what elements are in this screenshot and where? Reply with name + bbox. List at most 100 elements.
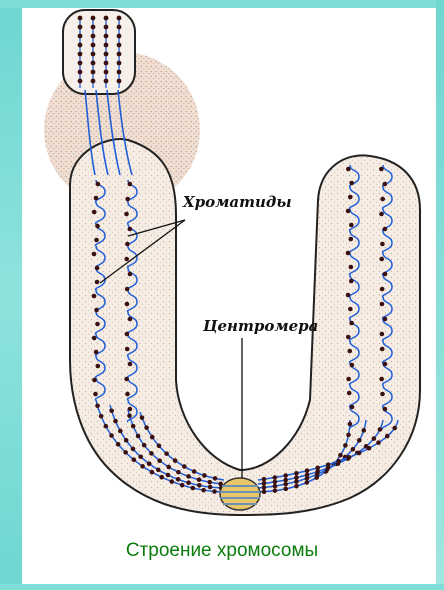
chromomere-bead — [150, 435, 155, 440]
chromomere-bead — [104, 52, 109, 57]
chromomere-bead — [182, 464, 187, 469]
chromomere-bead — [350, 405, 355, 410]
chromomere-bead — [95, 404, 100, 409]
chromomere-bead — [348, 422, 353, 427]
chromomere-bead — [140, 415, 145, 420]
chromomere-bead — [91, 52, 96, 57]
chromomere-bead — [379, 257, 384, 262]
chromomere-bead — [262, 481, 267, 486]
chromomere-bead — [380, 287, 385, 292]
chromomere-bead — [157, 444, 162, 449]
chromomere-bead — [347, 349, 352, 354]
chromomere-bead — [305, 473, 310, 478]
chromomere-bead — [346, 377, 351, 382]
chromomere-bead — [159, 475, 164, 480]
chromomere-bead — [385, 434, 390, 439]
chromomere-bead — [117, 34, 122, 39]
chromomere-bead — [383, 362, 388, 367]
chromomere-bead — [169, 479, 174, 484]
chromomere-bead — [294, 471, 299, 476]
chromomere-bead — [273, 480, 278, 485]
chromomere-bead — [92, 378, 97, 383]
chromomere-bead — [125, 287, 130, 292]
chromomere-bead — [347, 455, 352, 460]
label-centromere: Центромера — [203, 317, 318, 335]
chromomere-bead — [283, 473, 288, 478]
chromomere-bead — [348, 195, 353, 200]
chromomere-bead — [91, 70, 96, 75]
chromomere-bead — [347, 391, 352, 396]
chromomere-bead — [91, 34, 96, 39]
chromomere-bead — [349, 279, 354, 284]
chromomere-bead — [104, 43, 109, 48]
chromomere-bead — [144, 425, 149, 430]
chromomere-bead — [104, 79, 109, 84]
chromomere-bead — [376, 440, 381, 445]
chromomere-bead — [131, 424, 136, 429]
chromomere-bead — [95, 224, 100, 229]
chromomere-bead — [128, 317, 133, 322]
chromomere-bead — [350, 363, 355, 368]
chromomere-bead — [186, 480, 191, 485]
chromomere-bead — [349, 223, 354, 228]
chromomere-bead — [95, 280, 100, 285]
chromomere-bead — [351, 447, 356, 452]
chromomere-bead — [78, 43, 83, 48]
chromomere-bead — [346, 251, 351, 256]
chromomere-bead — [96, 364, 101, 369]
chromomere-bead — [117, 25, 122, 30]
chromomere-bead — [116, 442, 121, 447]
chromomere-bead — [93, 392, 98, 397]
chromomere-bead — [117, 52, 122, 57]
chromomere-bead — [380, 332, 385, 337]
chromomere-bead — [125, 242, 130, 247]
chromomere-bead — [78, 52, 83, 57]
chromomere-bead — [150, 470, 155, 475]
chromomere-bead — [349, 237, 354, 242]
chromomere-bead — [392, 426, 397, 431]
chromomere-bead — [92, 210, 97, 215]
chromomere-bead — [346, 433, 351, 438]
chromomere-bead — [95, 322, 100, 327]
chromomere-bead — [173, 458, 178, 463]
chromomere-bead — [208, 485, 213, 490]
centromere — [220, 478, 260, 510]
chromomere-bead — [149, 451, 154, 456]
chromomere-bead — [176, 477, 181, 482]
chromomere-bead — [357, 451, 362, 456]
chromomere-bead — [136, 434, 141, 439]
chromomere-bead — [104, 70, 109, 75]
chromomere-bead — [273, 488, 278, 493]
chromomere-bead — [202, 473, 207, 478]
chromomere-bead — [94, 308, 99, 313]
chromomere-bead — [283, 487, 288, 492]
chromomere-bead — [109, 408, 114, 413]
chromomere-bead — [123, 450, 128, 455]
chromomere-bead — [349, 321, 354, 326]
chromomere-bead — [78, 25, 83, 30]
chromomere-bead — [124, 212, 129, 217]
chromomere-bead — [124, 377, 129, 382]
chromomere-bead — [94, 196, 99, 201]
chromomere-bead — [379, 167, 384, 172]
chromomere-bead — [78, 16, 83, 21]
chromomere-bead — [192, 469, 197, 474]
chromomere-bead — [294, 479, 299, 484]
chromomere-bead — [128, 227, 133, 232]
chromomere-bead — [125, 302, 130, 307]
satellite-body — [63, 10, 135, 94]
chromomere-bead — [125, 347, 130, 352]
chromomere-bead — [180, 483, 185, 488]
chromomere-bead — [262, 485, 267, 490]
chromomere-bead — [273, 475, 278, 480]
chromomere-bead — [190, 486, 195, 491]
chromomere-bead — [379, 377, 384, 382]
chromomere-bead — [197, 477, 202, 482]
chromomere-bead — [262, 489, 267, 494]
chromomere-bead — [346, 209, 351, 214]
chromomere-bead — [78, 61, 83, 66]
label-chromatids: Хроматиды — [183, 193, 292, 211]
chromomere-bead — [380, 242, 385, 247]
